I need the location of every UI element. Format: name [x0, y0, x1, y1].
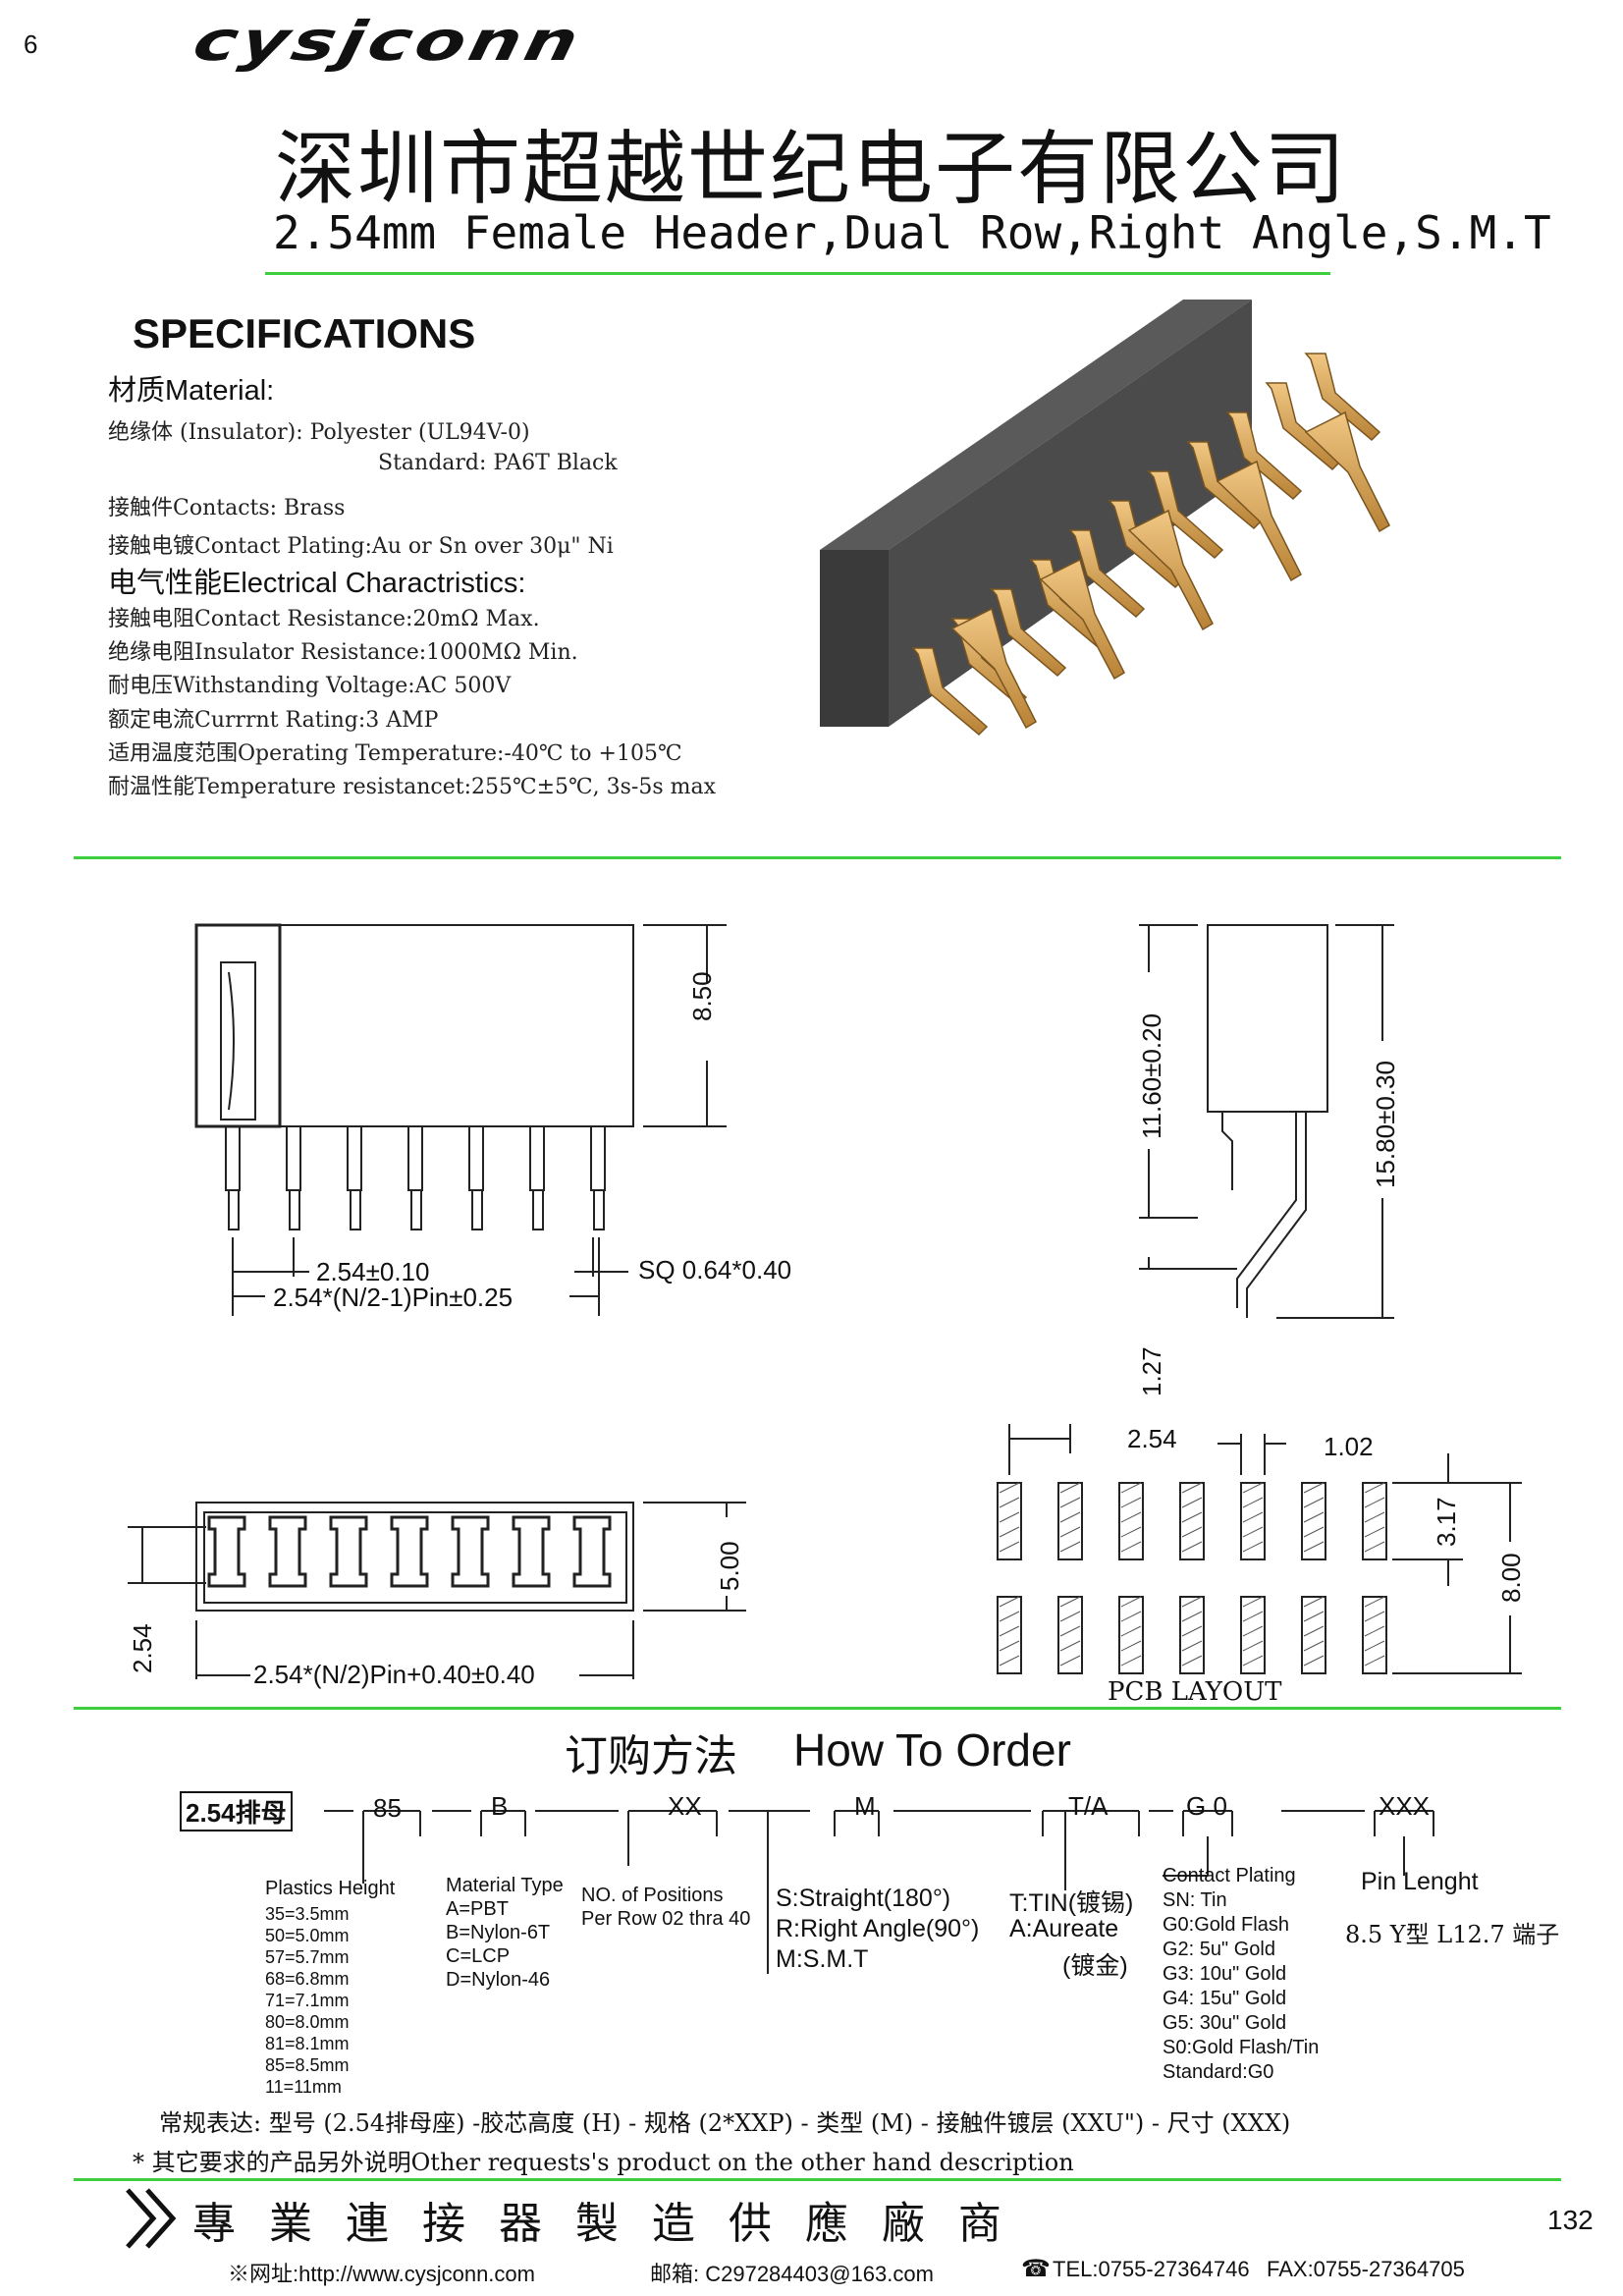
spec-contacts: 接触件Contacts: Brass: [108, 496, 346, 520]
code-positions: XX: [668, 1791, 702, 1821]
dim-2-54-side: 2.54: [128, 1623, 157, 1673]
specifications-heading: SPECIFICATIONS: [133, 310, 476, 356]
positions-block: NO. of Positions Per Row 02 thra 40: [581, 1884, 750, 1931]
aureate-cn: (镀金): [1062, 1952, 1128, 1980]
pcb-layout-label: PCB LAYOUT: [1108, 1677, 1282, 1707]
section-divider-3: [74, 2178, 1561, 2181]
tin-option: T:TIN(镀锡): [1009, 1889, 1134, 1917]
list-item: C=LCP: [446, 1945, 511, 1967]
dim-1-27: 1.27: [1137, 1346, 1166, 1396]
list-item: B=Nylon-6T: [446, 1922, 551, 1943]
pin-length-value: 8.5 Y型 L12.7 端子: [1345, 1921, 1560, 1948]
double-chevron-icon: [126, 2188, 177, 2249]
list-item: 81=8.1mm: [265, 2034, 350, 2053]
footer-fax: FAX:0755-27364705: [1267, 2257, 1465, 2281]
list-item: S0:Gold Flash/Tin: [1163, 2037, 1320, 2058]
dim-n2-pin: 2.54*(N/2-1)Pin±0.25: [273, 1283, 514, 1312]
order-heading-cn: 订购方法: [565, 1731, 737, 1781]
telephone-icon: ☎: [1021, 2255, 1051, 2282]
list-item: G3: 10u" Gold: [1163, 1963, 1287, 1985]
part-prefix: 2.54排母: [180, 1791, 293, 1831]
plating-block: Contact Plating SN: Tin G0:Gold Flash G2…: [1163, 1864, 1319, 2085]
list-item: 50=5.0mm: [265, 1926, 350, 1945]
code-material: B: [491, 1791, 509, 1821]
footer-tel: TEL:0755-27364746: [1053, 2257, 1250, 2281]
order-heading-en: How To Order: [793, 1724, 1071, 1776]
spec-insulator: 绝缘体 (Insulator): Polyester (UL94V-0): [108, 420, 530, 445]
list-item: Standard:G0: [1163, 2061, 1274, 2083]
list-item: R:Right Angle(90°): [776, 1915, 980, 1942]
material-type-title: Material Type: [446, 1875, 564, 1896]
list-item: 85=8.5mm: [265, 2055, 350, 2075]
list-item: 57=5.7mm: [265, 1947, 350, 1967]
dim-5-00: 5.00: [715, 1541, 744, 1591]
list-item: 68=6.8mm: [265, 1969, 350, 1989]
code-tin-aureate: T/A: [1068, 1791, 1109, 1821]
spec-insulator-resistance: 绝缘电阻Insulator Resistance:1000MΩ Min.: [108, 640, 578, 665]
list-item: M:S.M.T: [776, 1945, 869, 1973]
spec-plating: 接触电镀Contact Plating:Au or Sn over 30μ" N…: [108, 534, 614, 559]
order-code-lines: [324, 1810, 1434, 1974]
footer-website: ※网址:http://www.cysjconn.com: [228, 2262, 535, 2286]
pcb-dim-8-00: 8.00: [1496, 1553, 1526, 1603]
page-number-bottom: 132: [1547, 2205, 1594, 2235]
note-regular: 常规表达: 型号 (2.54排母座) -胶芯高度 (H) - 规格 (2*XXP…: [159, 2109, 1291, 2137]
list-item: G4: 15u" Gold: [1163, 1988, 1287, 2009]
pcb-dim-1-02: 1.02: [1324, 1432, 1374, 1461]
plastics-height-title: Plastics Height: [265, 1878, 396, 1899]
company-name: 深圳市超越世纪电子有限公司: [275, 123, 1348, 216]
pin-length-title: Pin Lenght: [1361, 1868, 1479, 1895]
product-3d-render: [820, 300, 1390, 737]
list-item: S:Straight(180°): [776, 1885, 951, 1912]
product-title: 2.54mm Female Header,Dual Row,Right Angl…: [273, 206, 1551, 259]
spec-withstanding-voltage: 耐电压Withstanding Voltage:AC 500V: [108, 674, 512, 698]
list-item: 71=7.1mm: [265, 1991, 350, 2010]
company-logo: cysjconn: [188, 10, 588, 74]
list-item: A=PBT: [446, 1898, 509, 1920]
code-plating: G 0: [1186, 1791, 1227, 1821]
list-item: G2: 5u" Gold: [1163, 1939, 1275, 1960]
plastics-height-list: 35=3.5mm 50=5.0mm 57=5.7mm 68=6.8mm 71=7…: [265, 1903, 350, 2098]
code-type: M: [854, 1791, 876, 1821]
section-divider-2: [74, 1707, 1561, 1710]
spec-current-rating: 额定电流Currrnt Rating:3 AMP: [108, 708, 439, 733]
positions-line1: NO. of Positions: [581, 1885, 724, 1906]
list-item: 11=11mm: [265, 2077, 342, 2097]
electrical-label: 电气性能Electrical Charactristics:: [108, 568, 526, 599]
type-block: S:Straight(180°) R:Right Angle(90°) M:S.…: [776, 1884, 979, 1975]
material-type-block: Material Type A=PBT B=Nylon-6T C=LCP D=N…: [446, 1874, 564, 1992]
footer-slogan: 專 業 連 接 器 製 造 供 應 廠 商: [192, 2199, 1011, 2249]
section-divider-1: [74, 856, 1561, 859]
dim-pitch: 2.54±0.10: [316, 1257, 430, 1286]
list-item: SN: Tin: [1163, 1889, 1227, 1911]
code-pin-length: XXX: [1379, 1791, 1431, 1821]
code-plastics-height: 85: [373, 1793, 402, 1823]
dim-11-60: 11.60±0.20: [1137, 1012, 1166, 1139]
footer-email: 邮箱: C297284403@163.com: [650, 2262, 934, 2286]
title-underline: [265, 272, 1330, 275]
page-number-top: 6: [24, 29, 38, 59]
list-item: D=Nylon-46: [446, 1969, 551, 1991]
dim-sq: SQ 0.64*0.40: [638, 1255, 792, 1285]
list-item: G5: 30u" Gold: [1163, 2012, 1287, 2034]
list-item: 80=8.0mm: [265, 2012, 350, 2032]
aureate-option: A:Aureate: [1009, 1915, 1119, 1942]
note-other: * 其它要求的产品另外说明Other requests's product on…: [133, 2149, 1074, 2176]
spec-insulator-standard: Standard: PA6T Black: [378, 451, 618, 475]
pcb-dim-2-54: 2.54: [1127, 1424, 1177, 1453]
dim-n2-total: 2.54*(N/2)Pin+0.40±0.40: [253, 1660, 535, 1689]
positions-line2: Per Row 02 thra 40: [581, 1908, 751, 1930]
list-item: 35=3.5mm: [265, 1904, 350, 1924]
dim-15-80: 15.80±0.30: [1371, 1061, 1400, 1188]
spec-temperature-resistance: 耐温性能Temperature resistancet:255℃±5℃, 3s-…: [108, 775, 717, 799]
material-label: 材质Material:: [108, 375, 275, 407]
spec-operating-temperature: 适用温度范围Operating Temperature:-40℃ to +105…: [108, 741, 682, 766]
dim-8-50: 8.50: [687, 971, 717, 1021]
pcb-dim-3-17: 3.17: [1432, 1497, 1461, 1547]
plating-title: Contact Plating: [1163, 1865, 1296, 1886]
list-item: G0:Gold Flash: [1163, 1914, 1289, 1936]
spec-contact-resistance: 接触电阻Contact Resistance:20mΩ Max.: [108, 607, 540, 631]
technical-drawings: [128, 923, 1522, 1679]
